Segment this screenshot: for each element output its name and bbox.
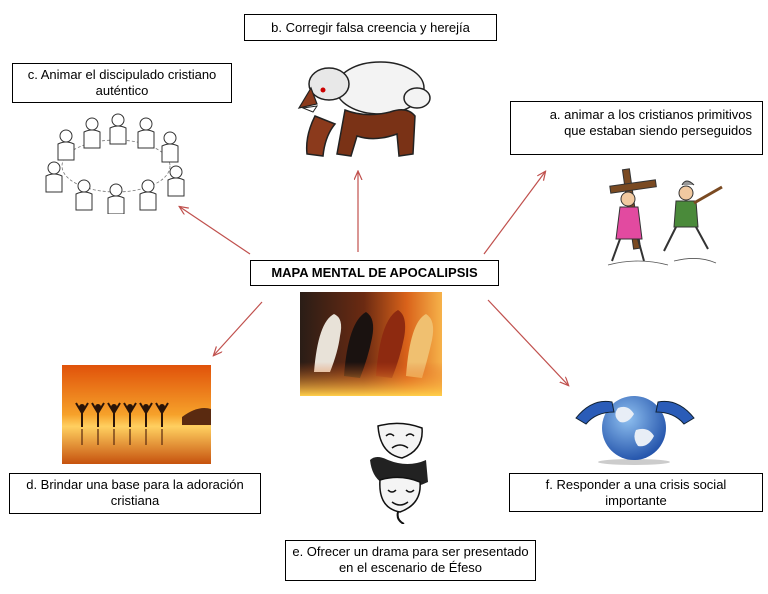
sunset-worship-image (62, 365, 211, 464)
node-c: c. Animar el discipulado cristiano autén… (12, 63, 232, 103)
persecution-image (607, 168, 723, 266)
wolf-sheep-image (297, 61, 431, 157)
node-e: e. Ofrecer un drama para ser presentado … (285, 540, 536, 581)
arrow-to-d (214, 301, 263, 355)
disciples-circle-image (45, 113, 185, 214)
node-a: a. animar a los cristianos primitivos qu… (510, 101, 763, 155)
arrow-to-a (483, 172, 545, 255)
node-d: d. Brindar una base para la adoración cr… (9, 473, 261, 514)
node-f: f. Responder a una crisis social importa… (509, 473, 763, 512)
arrow-to-f (487, 299, 568, 385)
central-topic: MAPA MENTAL DE APOCALIPSIS (250, 260, 499, 286)
drama-masks-image (370, 422, 428, 524)
node-b: b. Corregir falsa creencia y herejía (244, 14, 497, 41)
arrow-to-c (180, 207, 251, 255)
globe-hands-image (575, 396, 695, 465)
four-horsemen-image (300, 292, 442, 396)
